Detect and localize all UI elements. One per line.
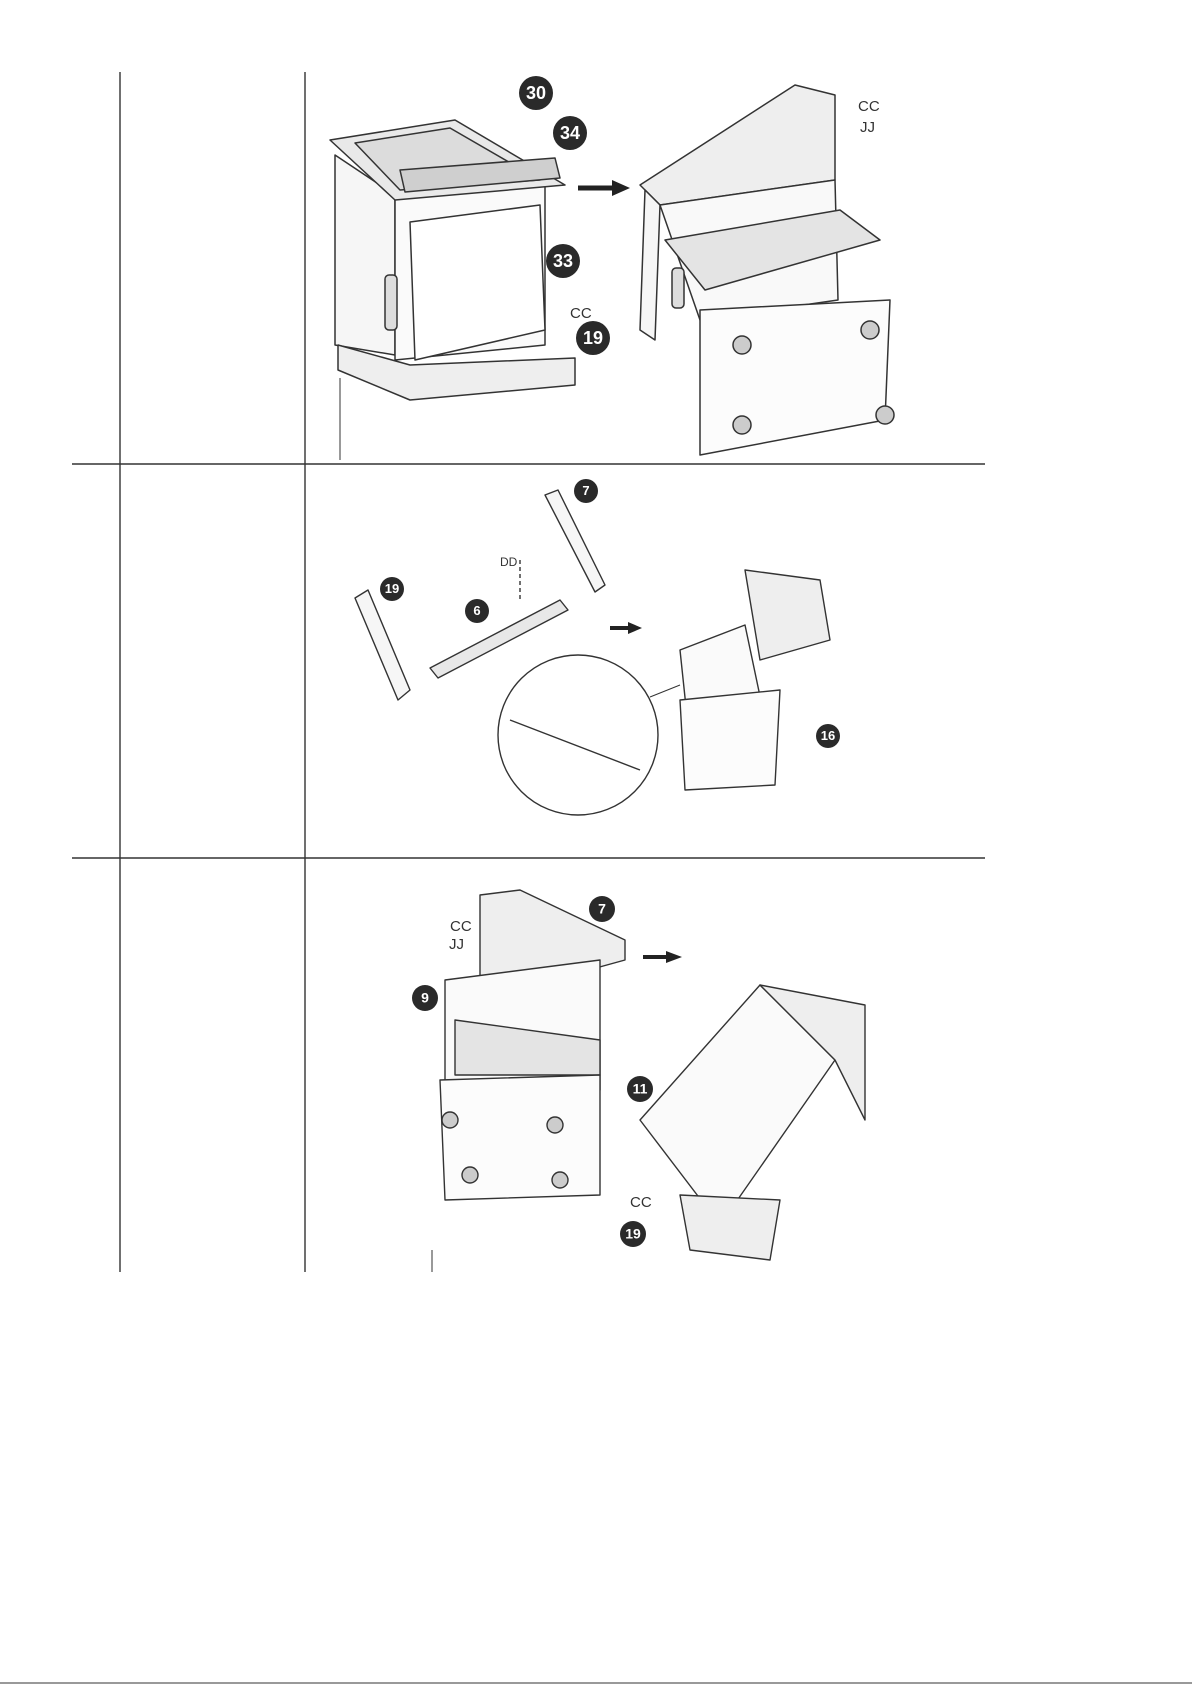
cabinet-bottom-face bbox=[700, 300, 890, 455]
part-callout-7: 7 bbox=[574, 479, 598, 503]
step-2-illustration bbox=[355, 490, 830, 815]
caster-wheel bbox=[733, 416, 751, 434]
side-handle-flipped bbox=[672, 268, 684, 308]
part-callout-19: 19 bbox=[380, 577, 404, 601]
callout-number: 7 bbox=[582, 483, 589, 498]
callout-number: 34 bbox=[560, 123, 580, 143]
part-callout-11: 11 bbox=[627, 1076, 653, 1102]
cabinet-side-flipped bbox=[640, 190, 660, 340]
step2-direction-arrow bbox=[610, 622, 642, 634]
callout-number: 19 bbox=[583, 328, 603, 348]
part-callout-19: 19 bbox=[620, 1221, 646, 1247]
hardware-label-cc: CC bbox=[630, 1194, 652, 1211]
side-handle bbox=[385, 275, 397, 330]
hardware-label-dd: DD bbox=[500, 555, 518, 569]
part-callout-16: 16 bbox=[816, 724, 840, 748]
hardware-label-jj: JJ bbox=[449, 936, 464, 953]
cabinet-right-step1 bbox=[640, 85, 894, 455]
side-bracket-7 bbox=[545, 490, 605, 592]
callout-number: 19 bbox=[385, 581, 399, 596]
part-callout-7: 7 bbox=[589, 896, 615, 922]
part-callout-34: 34 bbox=[553, 116, 587, 150]
part-callout-19: 19 bbox=[576, 321, 610, 355]
part-callout-33: 33 bbox=[546, 244, 580, 278]
step3-direction-arrow bbox=[643, 951, 682, 963]
hardware-label-jj: JJ bbox=[860, 119, 875, 136]
callout-number: 16 bbox=[821, 728, 835, 743]
caster-wheel bbox=[442, 1112, 458, 1128]
hardware-label-cc: CC bbox=[858, 98, 880, 115]
callout-number: 33 bbox=[553, 251, 573, 271]
caster-wheel bbox=[733, 336, 751, 354]
part-callout-30: 30 bbox=[519, 76, 553, 110]
cabinet-left-step1 bbox=[330, 120, 575, 460]
step-1-illustration bbox=[330, 85, 894, 460]
callout-number: 11 bbox=[633, 1081, 648, 1097]
callout-number: 30 bbox=[526, 83, 546, 103]
bottom-panel-19-rotated bbox=[680, 1195, 780, 1260]
detail-magnifier bbox=[498, 655, 658, 815]
hardware-label-cc: CC bbox=[450, 918, 472, 935]
caster-wheel bbox=[876, 406, 894, 424]
side-bracket-19 bbox=[355, 590, 410, 700]
part-callout-6: 6 bbox=[465, 599, 489, 623]
callout-number: 6 bbox=[473, 603, 480, 618]
caster-wheel bbox=[552, 1172, 568, 1188]
magnifier-leader bbox=[650, 685, 680, 697]
caster-wheel bbox=[462, 1167, 478, 1183]
hardware-label-cc: CC bbox=[570, 305, 592, 322]
caster-wheel bbox=[861, 321, 879, 339]
step1-direction-arrow bbox=[578, 180, 630, 196]
step-table-grid bbox=[0, 72, 1192, 1683]
top-panel-step2 bbox=[745, 570, 830, 660]
caster-wheel bbox=[547, 1117, 563, 1133]
cabinet-base-step2 bbox=[680, 690, 780, 790]
callout-number: 7 bbox=[598, 901, 606, 917]
callout-number: 19 bbox=[625, 1226, 641, 1242]
callout-number: 9 bbox=[421, 990, 429, 1006]
part-callout-9: 9 bbox=[412, 985, 438, 1011]
